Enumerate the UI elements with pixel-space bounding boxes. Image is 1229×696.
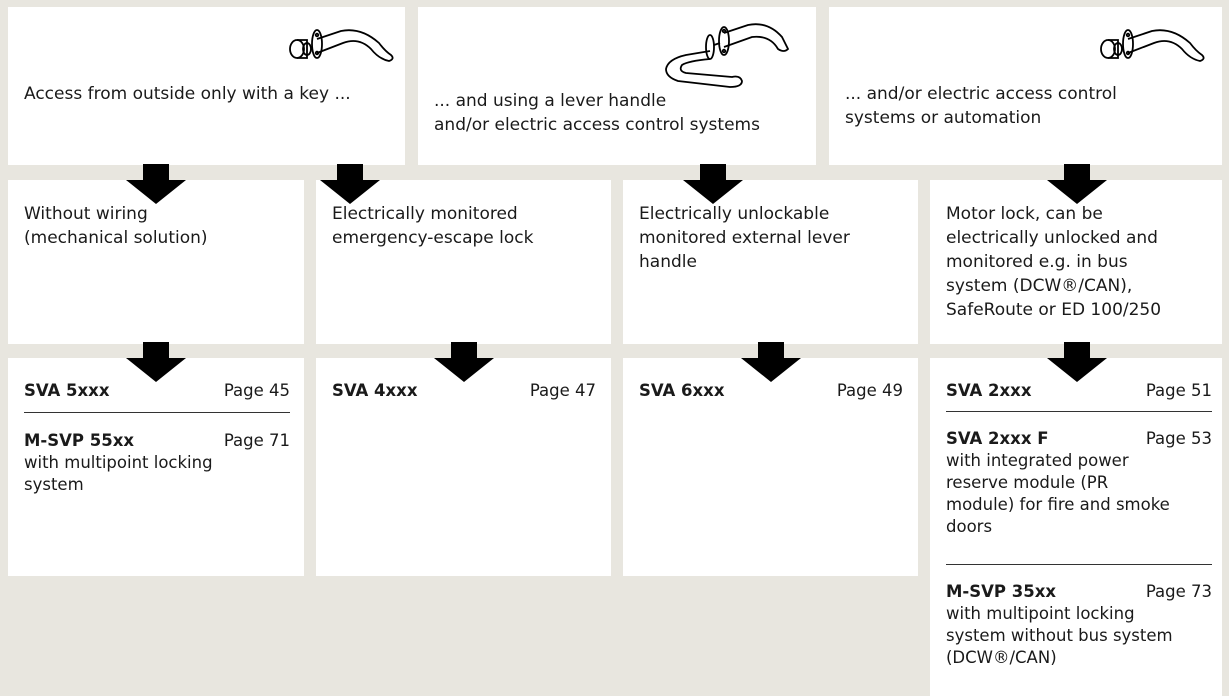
middle-box-text: Electrically monitored emergency-escape … — [332, 204, 534, 248]
product-entry: SVA 4xxx Page 47 — [332, 380, 596, 402]
product-page: Page 51 — [1145, 381, 1212, 400]
top-box-text: ... and/or electric access control syste… — [845, 84, 1117, 128]
product-name: M-SVP 55xx — [24, 431, 135, 450]
product-entry: SVA 6xxx Page 49 — [639, 380, 903, 402]
middle-box-motor-lock: Motor lock, can be electrically unlocked… — [930, 180, 1222, 344]
top-box-access-control: ... and/or electric access control syste… — [829, 7, 1222, 165]
down-arrow-icon — [434, 342, 494, 382]
divider — [946, 411, 1212, 412]
top-box-text: Access from outside only with a key ... — [24, 84, 351, 104]
product-box-col1: SVA 5xxx Page 45 M-SVP 55xx Page 71 with… — [8, 358, 304, 576]
product-name: SVA 5xxx — [24, 381, 110, 400]
double-lever-handle-icon — [665, 23, 790, 88]
middle-box-unlockable-lever: Electrically unlockable monitored extern… — [623, 180, 918, 344]
top-box-key-only: Access from outside only with a key ... — [8, 7, 405, 165]
down-arrow-icon — [320, 164, 380, 204]
divider — [946, 564, 1212, 565]
down-arrow-icon — [1047, 164, 1107, 204]
product-box-col4: SVA 2xxx Page 51 SVA 2xxx F Page 53 with… — [930, 358, 1222, 696]
product-description: with multipoint locking system without b… — [946, 604, 1173, 667]
middle-box-text: Motor lock, can be electrically unlocked… — [946, 204, 1162, 320]
product-page: Page 47 — [529, 381, 596, 400]
middle-box-monitored-escape: Electrically monitored emergency-escape … — [316, 180, 611, 344]
knob-and-lever-icon — [289, 29, 394, 62]
top-box-lever-handle: ... and using a lever handle and/or elec… — [418, 7, 816, 165]
product-entry: M-SVP 35xx Page 73 with multipoint locki… — [946, 581, 1212, 681]
product-name: SVA 6xxx — [639, 381, 725, 400]
down-arrow-icon — [1047, 342, 1107, 382]
down-arrow-icon — [126, 342, 186, 382]
product-box-col3: SVA 6xxx Page 49 — [623, 358, 918, 576]
product-entry: SVA 2xxx Page 51 — [946, 380, 1212, 402]
product-page: Page 71 — [223, 431, 290, 450]
down-arrow-icon — [126, 164, 186, 204]
product-page: Page 73 — [1145, 582, 1212, 601]
middle-box-text: Without wiring (mechanical solution) — [24, 204, 208, 248]
product-entry: SVA 5xxx Page 45 — [24, 380, 290, 402]
product-name: M-SVP 35xx — [946, 582, 1057, 601]
product-name: SVA 2xxx F — [946, 429, 1049, 448]
product-entry: SVA 2xxx F Page 53 with integrated power… — [946, 428, 1212, 546]
product-description: with integrated power reserve module (PR… — [946, 451, 1170, 536]
product-name: SVA 2xxx — [946, 381, 1032, 400]
product-page: Page 49 — [836, 381, 903, 400]
middle-box-text: Electrically unlockable monitored extern… — [639, 204, 850, 272]
product-box-col2: SVA 4xxx Page 47 — [316, 358, 611, 576]
product-description: with multipoint locking system — [24, 453, 213, 494]
knob-and-lever-icon — [1100, 29, 1205, 62]
middle-box-mechanical: Without wiring (mechanical solution) — [8, 180, 304, 344]
down-arrow-icon — [683, 164, 743, 204]
top-box-text: ... and using a lever handle and/or elec… — [434, 91, 760, 135]
product-name: SVA 4xxx — [332, 381, 418, 400]
product-page: Page 45 — [223, 381, 290, 400]
down-arrow-icon — [741, 342, 801, 382]
product-page: Page 53 — [1145, 429, 1212, 448]
divider — [24, 412, 290, 413]
product-entry: M-SVP 55xx Page 71 with multipoint locki… — [24, 430, 290, 500]
